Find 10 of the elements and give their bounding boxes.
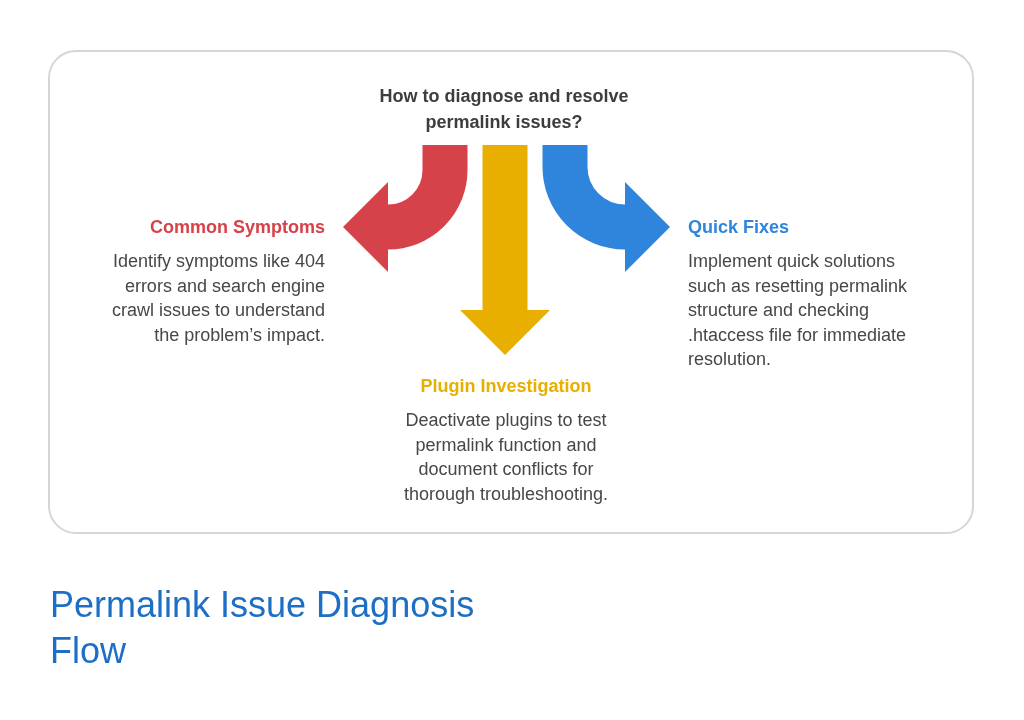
- step-description: Identify symptoms like 404 errors and search engine crawl issues to understand the problem’s impact.: [110, 250, 325, 347]
- step-description: Deactivate plugins to test permalink function and document conflicts for thorough troubleshooting.: [402, 409, 610, 506]
- step-heading: Plugin Investigation: [420, 375, 592, 398]
- step-heading: Quick Fixes: [688, 216, 790, 239]
- diagram-title: Permalink Issue Diagnosis Flow: [50, 583, 476, 673]
- arrow: [542, 144, 670, 272]
- step-description: Implement quick solutions such as resetting permalink structure and checking .htaccess file for immediate resolution.: [688, 250, 909, 371]
- question-text: How to diagnose and resolve permalink issues?: [352, 83, 656, 145]
- arrow: [343, 145, 468, 272]
- step-heading: Common Symptoms: [149, 216, 325, 239]
